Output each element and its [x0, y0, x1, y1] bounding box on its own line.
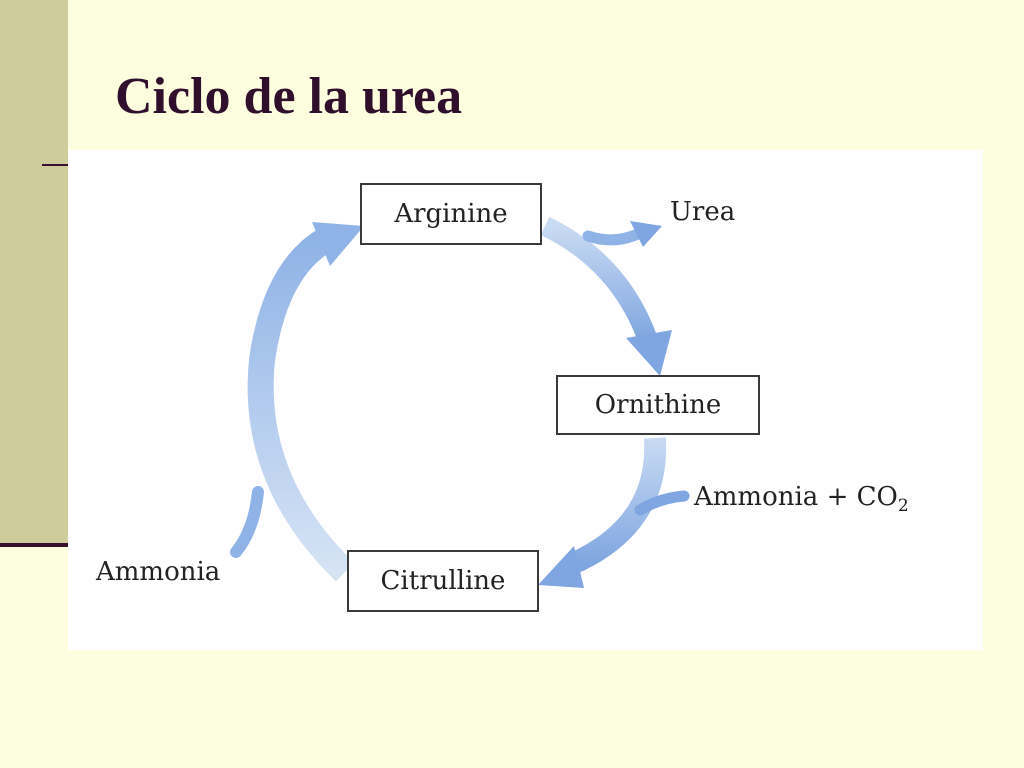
slide-title: Ciclo de la urea	[115, 68, 463, 125]
arrow-to-urea	[582, 227, 646, 246]
node-citrulline: Citrulline	[347, 550, 539, 612]
label-urea: Urea	[670, 197, 736, 227]
side-rule	[0, 543, 68, 547]
arrowhead-arginine	[312, 222, 364, 266]
title-rule	[42, 164, 72, 166]
arrowhead-citrulline	[538, 546, 584, 588]
side-band	[0, 0, 68, 545]
arrow-ornithine-to-citrulline	[567, 437, 667, 575]
label-co2-subscript: 2	[897, 496, 909, 516]
node-arginine: Arginine	[360, 183, 542, 245]
arrow-arginine-to-ornithine	[540, 216, 658, 344]
arrow-ammonia-input	[230, 486, 264, 558]
label-ammonia: Ammonia	[96, 557, 221, 587]
arrowhead-ornithine	[626, 330, 672, 376]
label-ammonia-co2-text: Ammonia + CO	[694, 482, 898, 512]
label-ammonia-co2: Ammonia + CO2	[694, 481, 909, 522]
node-citrulline-label: Citrulline	[380, 566, 506, 596]
arrow-ammonia-co2-input	[634, 490, 690, 516]
arrow-citrulline-to-arginine	[247, 228, 355, 582]
node-ornithine: Ornithine	[556, 375, 760, 435]
node-arginine-label: Arginine	[394, 199, 508, 229]
arrowhead-urea	[630, 221, 662, 247]
node-ornithine-label: Ornithine	[594, 390, 722, 420]
